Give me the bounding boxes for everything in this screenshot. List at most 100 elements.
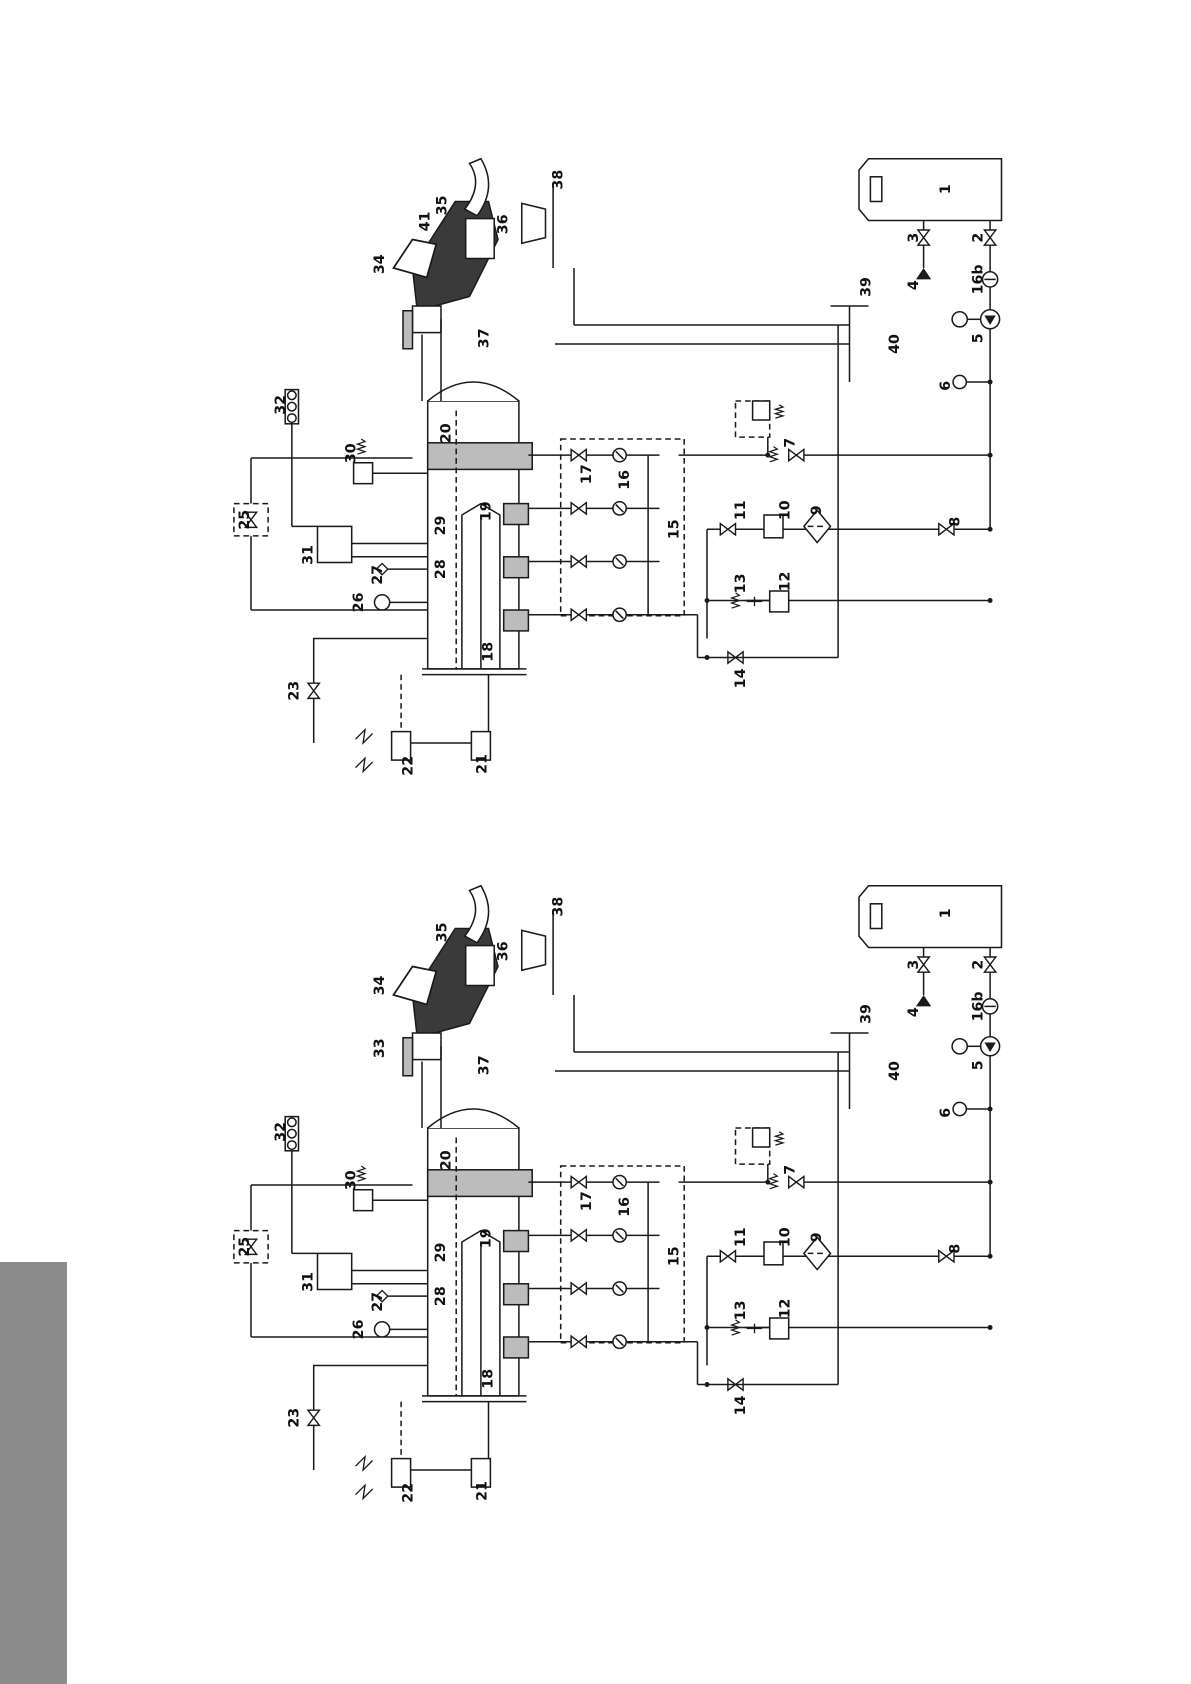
solenoid-37-box xyxy=(412,1033,441,1060)
part-number-16: 16 xyxy=(617,1197,633,1217)
part-number-8: 8 xyxy=(948,517,964,527)
part-number-31: 31 xyxy=(301,1272,317,1292)
boiler-insulation xyxy=(428,1170,532,1197)
valve-icon xyxy=(308,1410,319,1425)
controller-31 xyxy=(317,1253,351,1289)
part-number-40: 40 xyxy=(887,334,903,354)
part-number-25: 25 xyxy=(237,510,253,530)
boiler-insulation xyxy=(428,443,532,470)
temperature-probe xyxy=(403,311,413,349)
part-number-36: 36 xyxy=(495,941,511,961)
cup-icon xyxy=(522,930,546,970)
tank-neck xyxy=(870,904,881,929)
part-number-27: 27 xyxy=(370,565,386,585)
part-number-12: 12 xyxy=(778,1299,794,1319)
part-number-12: 12 xyxy=(778,572,794,592)
junction-dot xyxy=(988,453,993,458)
part-number-37: 37 xyxy=(476,1055,492,1075)
part-number-16b: 16b xyxy=(971,991,987,1021)
pressurestat-22 xyxy=(392,732,411,761)
part-number-20: 20 xyxy=(438,423,454,443)
part-number-22: 22 xyxy=(400,1483,416,1503)
part-number-21: 21 xyxy=(475,1481,491,1501)
part-number-29: 29 xyxy=(433,516,449,536)
valve-icon xyxy=(571,609,586,620)
valve-icon xyxy=(789,449,804,460)
valve-icon xyxy=(571,1230,586,1241)
valve-icon xyxy=(571,1283,586,1294)
part-number-3: 3 xyxy=(906,233,922,243)
electric-icon xyxy=(355,758,372,771)
motor-icon xyxy=(952,1039,967,1054)
part-number-6: 6 xyxy=(938,381,954,391)
valve-icon xyxy=(789,1176,804,1187)
tank-neck xyxy=(870,177,881,202)
part-number-28: 28 xyxy=(433,559,449,579)
part-number-16b: 16b xyxy=(971,264,987,294)
part-number-7: 7 xyxy=(782,1165,798,1175)
brew-chamber xyxy=(466,219,495,259)
junction-dot xyxy=(988,598,993,603)
part-number-34: 34 xyxy=(372,976,388,996)
part-number-25: 25 xyxy=(237,1237,253,1257)
part-number-41: 41 xyxy=(418,212,434,232)
valve-icon xyxy=(571,1176,586,1187)
part-number-40: 40 xyxy=(887,1061,903,1081)
part-number-32: 32 xyxy=(273,395,289,415)
part-number-26: 26 xyxy=(351,1319,367,1339)
drain-outlet-icon xyxy=(916,995,931,1006)
part-number-39: 39 xyxy=(858,277,874,297)
spring-icon xyxy=(775,405,783,418)
drain-23-pipe xyxy=(314,639,428,744)
part-number-4: 4 xyxy=(906,280,922,290)
part-number-17: 17 xyxy=(579,1191,595,1211)
part-number-1: 1 xyxy=(938,908,954,918)
solenoid-valve-box xyxy=(770,591,789,612)
part-number-16: 16 xyxy=(617,470,633,490)
part-number-39: 39 xyxy=(858,1004,874,1024)
group-port-1 xyxy=(504,504,529,525)
part-number-28: 28 xyxy=(433,1286,449,1306)
part-number-13: 13 xyxy=(733,1300,749,1320)
part-number-36: 36 xyxy=(495,214,511,234)
part-number-2: 2 xyxy=(971,960,987,970)
part-number-10: 10 xyxy=(778,1227,794,1247)
part-number-4: 4 xyxy=(906,1007,922,1017)
boiler-gauge-26 xyxy=(374,595,389,610)
junction-dot xyxy=(988,1107,993,1112)
solenoid-valve-box xyxy=(770,1318,789,1339)
controller-31 xyxy=(317,526,351,562)
valve-icon xyxy=(720,524,735,535)
pressure-valve-30 xyxy=(354,1190,373,1211)
part-number-7: 7 xyxy=(782,438,798,448)
drain-23-pipe xyxy=(314,1366,428,1471)
part-number-3: 3 xyxy=(906,960,922,970)
part-number-19: 19 xyxy=(478,501,494,521)
part-number-26: 26 xyxy=(351,592,367,612)
part-number-34: 34 xyxy=(372,254,388,274)
junction-dot xyxy=(988,1325,993,1330)
part-number-10: 10 xyxy=(778,500,794,520)
part-number-20: 20 xyxy=(438,1150,454,1170)
diagram-body-top: 123416b563940383635413437789101112131415… xyxy=(234,159,1002,776)
boiler-gauge-26 xyxy=(374,1322,389,1337)
junction-dot xyxy=(988,527,993,532)
part-number-14: 14 xyxy=(733,1395,749,1415)
group-port-3 xyxy=(504,1337,529,1358)
part-number-1: 1 xyxy=(938,184,954,194)
part-number-8: 8 xyxy=(948,1244,964,1254)
part-number-18: 18 xyxy=(480,642,496,662)
spring-icon xyxy=(770,1174,778,1189)
part-number-32: 32 xyxy=(273,1122,289,1142)
part-number-11: 11 xyxy=(733,500,749,520)
part-number-23: 23 xyxy=(286,681,302,701)
part-number-13: 13 xyxy=(733,573,749,593)
part-number-18: 18 xyxy=(480,1369,496,1389)
part-number-38: 38 xyxy=(551,170,567,190)
junction-dot xyxy=(705,655,710,660)
part-number-17: 17 xyxy=(579,464,595,484)
cup-icon xyxy=(522,203,546,243)
part-number-19: 19 xyxy=(478,1228,494,1248)
brew-chamber xyxy=(466,946,495,986)
part-number-27: 27 xyxy=(370,1292,386,1312)
